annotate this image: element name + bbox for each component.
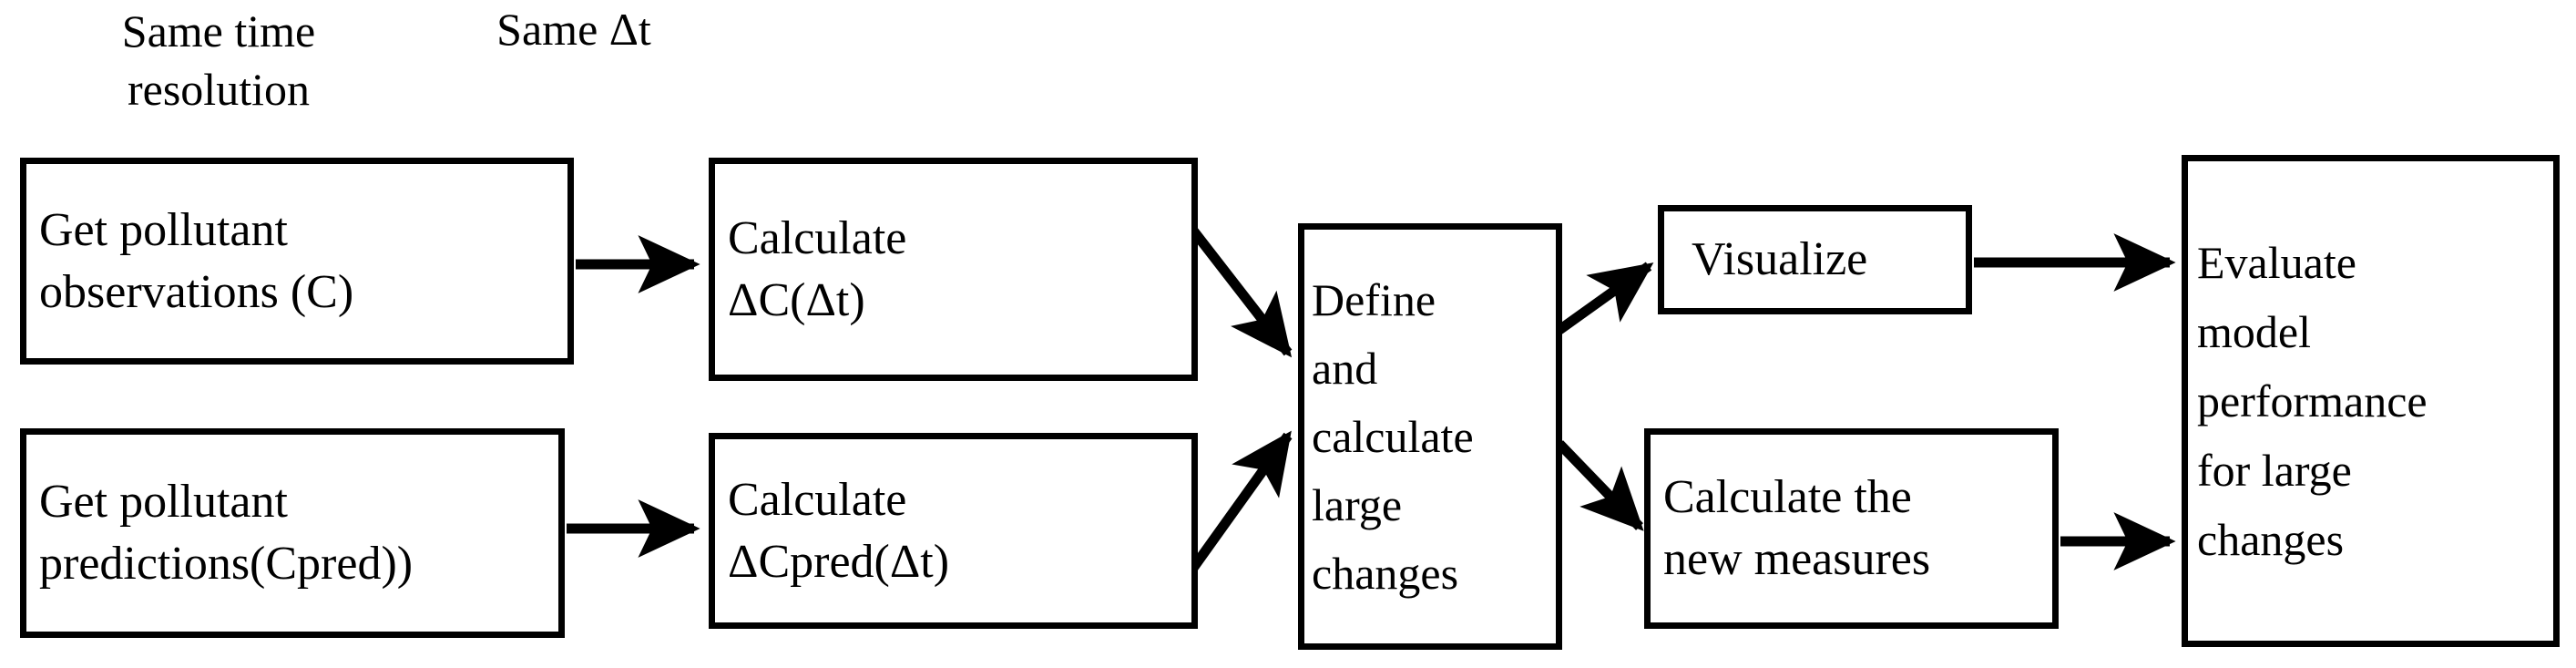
node-get-pollutant-predictions-line1: Get pollutant: [39, 476, 288, 529]
node-visualize-label: Visualize: [1692, 233, 1868, 286]
node-calculate-delta-c-line1: Calculate: [728, 211, 907, 264]
node-evaluate-model-performance-line1: Evaluate: [2197, 237, 2356, 288]
edge-calcdcpred-to-define: [1178, 430, 1293, 587]
node-get-pollutant-predictions[interactable]: Get pollutant predictions(Cpred)): [20, 428, 565, 638]
node-calculate-delta-cpred[interactable]: Calculate ΔCpred(Δt): [709, 433, 1198, 629]
node-calculate-the-new-measures[interactable]: Calculate the new measures: [1644, 428, 2059, 629]
caption-same-time-resolution-line2: resolution: [128, 64, 310, 115]
edge-define-to-visualize: [1556, 262, 1654, 334]
node-get-pollutant-observations[interactable]: Get pollutant observations (C): [20, 158, 574, 365]
node-calculate-delta-c-line2: ΔC(Δt): [728, 273, 865, 326]
node-calculate-the-new-measures-line1: Calculate the: [1663, 471, 1912, 524]
caption-same-delta-t-line1: Same Δt: [496, 4, 651, 55]
node-evaluate-model-performance-line3: performance: [2197, 375, 2428, 426]
caption-same-time-resolution-line1: Same time: [121, 5, 316, 57]
node-define-and-calculate-large-changes-line1: Define: [1312, 273, 1436, 325]
node-evaluate-model-performance-line2: model: [2197, 306, 2311, 357]
caption-same-time-resolution: Same time resolution: [27, 2, 410, 118]
node-calculate-delta-cpred-line2: ΔCpred(Δt): [728, 535, 950, 588]
node-evaluate-model-performance-line4: for large: [2197, 445, 2352, 496]
node-define-and-calculate-large-changes-line3: calculate: [1312, 410, 1474, 462]
edge-calcdc-to-define: [1180, 215, 1293, 358]
node-get-pollutant-predictions-line2: predictions(Cpred)): [39, 538, 414, 590]
node-visualize[interactable]: Visualize: [1658, 205, 1972, 314]
edge-define-to-newmeasures: [1556, 440, 1644, 531]
node-calculate-delta-cpred-line1: Calculate: [728, 473, 907, 526]
node-define-and-calculate-large-changes[interactable]: Define and calculate large changes: [1298, 223, 1562, 650]
caption-same-delta-t: Same Δt: [401, 0, 747, 58]
node-calculate-the-new-measures-line2: new measures: [1663, 533, 1931, 585]
node-define-and-calculate-large-changes-line2: and: [1312, 342, 1378, 394]
node-define-and-calculate-large-changes-line5: changes: [1312, 547, 1459, 599]
node-define-and-calculate-large-changes-line4: large: [1312, 478, 1403, 530]
node-evaluate-model-performance[interactable]: Evaluate model performance for large cha…: [2182, 155, 2560, 647]
node-calculate-delta-c[interactable]: Calculate ΔC(Δt): [709, 158, 1198, 381]
node-get-pollutant-observations-line1: Get pollutant: [39, 203, 288, 256]
node-get-pollutant-observations-line2: observations (C): [39, 265, 354, 318]
node-evaluate-model-performance-line5: changes: [2197, 514, 2345, 565]
